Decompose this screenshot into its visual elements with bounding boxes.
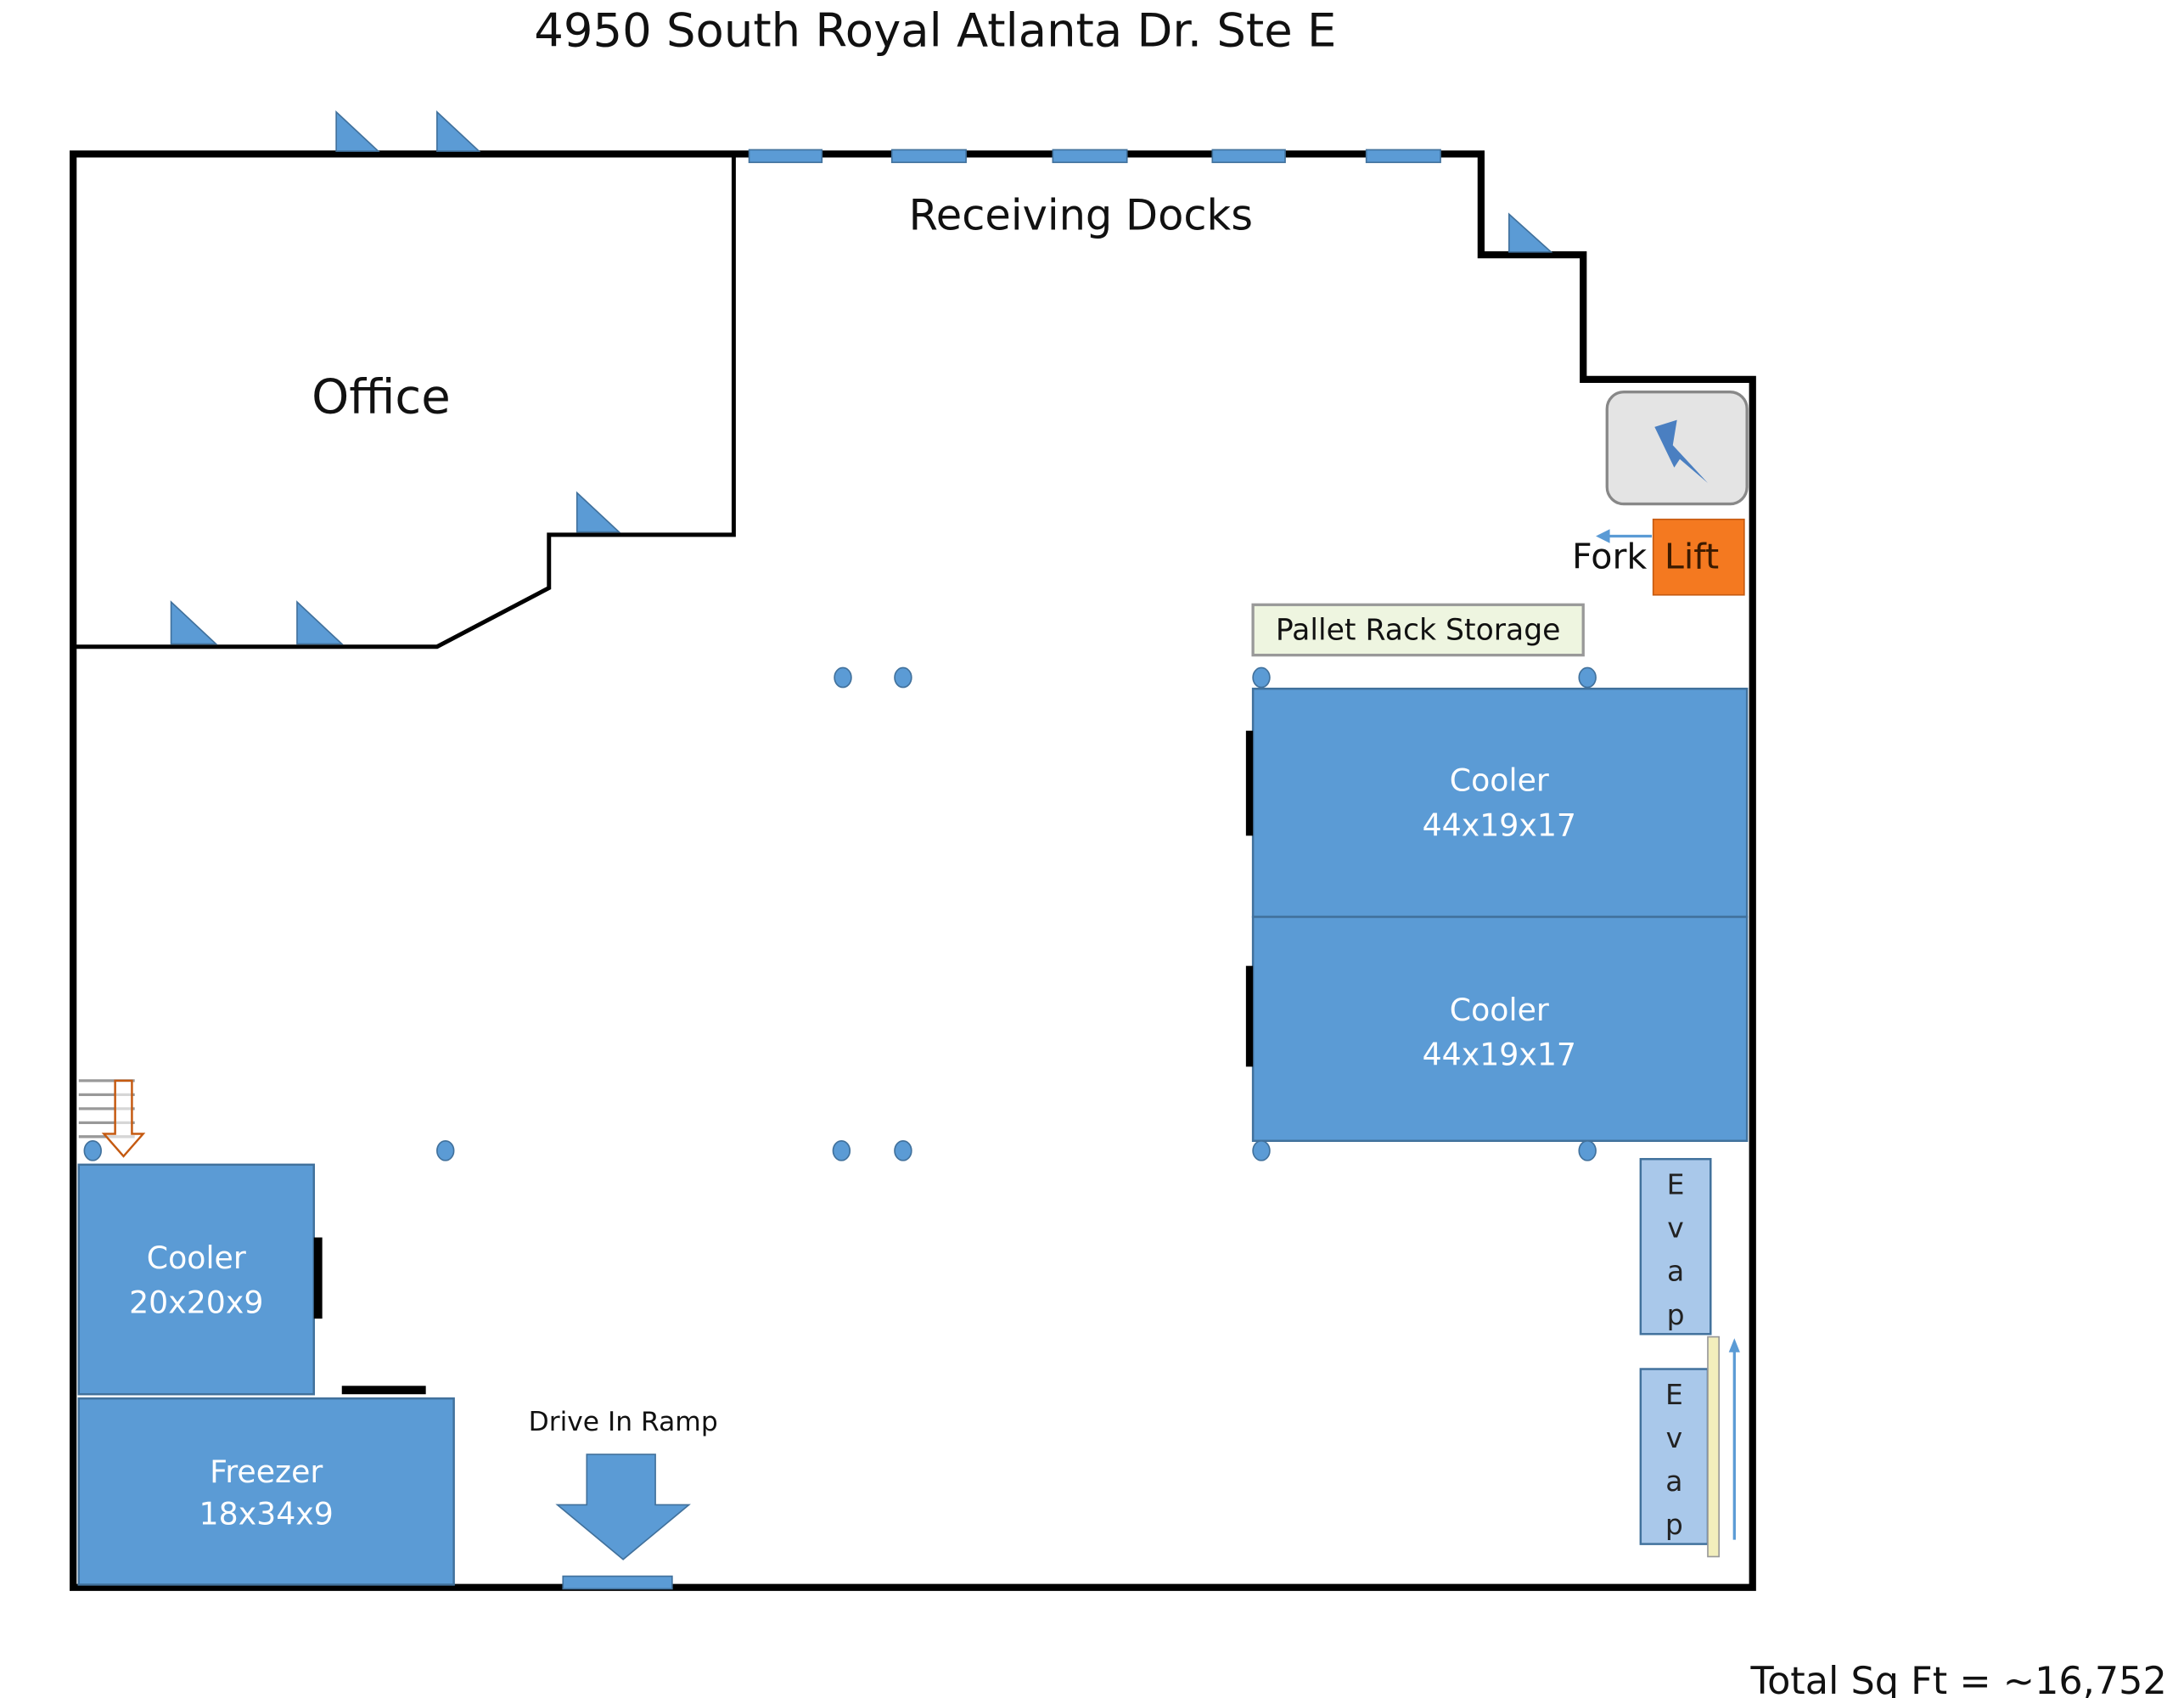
cooler-large-2-name: Cooler — [1450, 992, 1549, 1028]
door-swing-icon — [1508, 212, 1553, 253]
arrow-head-icon — [1728, 1338, 1740, 1352]
evap-2-letter: p — [1665, 1508, 1683, 1541]
columns — [83, 666, 1597, 1161]
door-swing-icon — [575, 491, 621, 533]
column — [1252, 1139, 1271, 1161]
forklift-area — [1652, 518, 1745, 596]
cooler-large-2-size: 44x19x17 — [1423, 1037, 1576, 1073]
office-wall — [73, 156, 736, 649]
dock-door — [748, 149, 823, 164]
receiving-docks-label: Receiving Docks — [909, 190, 1253, 239]
total-sq-ft: Total Sq Ft = ~16,752 — [1749, 1660, 2166, 1698]
evap-1-letter: v — [1667, 1212, 1684, 1245]
evap-1 — [1639, 1157, 1712, 1335]
column — [834, 666, 852, 689]
evap-1-letter: p — [1667, 1298, 1685, 1331]
cooler-small — [77, 1163, 316, 1396]
evap-1-letter: E — [1667, 1167, 1685, 1200]
evap-2-letter: a — [1665, 1465, 1682, 1498]
ramp-door — [562, 1575, 673, 1590]
cooler-small-name: Cooler — [147, 1240, 246, 1276]
column — [1578, 1139, 1597, 1161]
column — [1252, 666, 1271, 689]
cooler-large-1 — [1251, 687, 1749, 919]
arrow-down-icon — [555, 1453, 691, 1560]
freezer-door — [341, 1386, 426, 1395]
pallet-rack-storage-box — [1251, 603, 1585, 657]
freezer — [77, 1397, 455, 1586]
evap-1-letter: a — [1667, 1255, 1684, 1288]
cooler-small-size: 20x20x9 — [129, 1285, 263, 1321]
freezer-size: 18x34x9 — [199, 1496, 334, 1532]
freezer-name: Freezer — [210, 1453, 323, 1490]
pallet-rack-storage-label: Pallet Rack Storage — [1276, 614, 1561, 648]
plan-title: 4950 South Royal Atlanta Dr. Ste E — [534, 3, 1336, 57]
cooler-door — [1245, 730, 1254, 836]
dock-door — [1052, 149, 1128, 164]
door-swing-icon — [170, 600, 218, 645]
cooler-door — [313, 1237, 323, 1319]
evap-2 — [1639, 1368, 1710, 1545]
dock-door — [1365, 149, 1441, 164]
cooler-large-1-name: Cooler — [1450, 762, 1549, 799]
door-swing-icon — [335, 110, 380, 152]
cooler-door — [1245, 965, 1254, 1067]
cooler-large-2 — [1251, 915, 1749, 1143]
evap-2-letter: E — [1665, 1378, 1683, 1411]
forklift-label-fork: Fork — [1572, 536, 1647, 576]
dock-door — [1211, 149, 1286, 164]
column — [894, 666, 912, 689]
electrical-panel — [1605, 391, 1749, 506]
column — [894, 1139, 912, 1161]
column — [83, 1139, 102, 1161]
arrow-head-icon — [1596, 529, 1610, 543]
column — [1578, 666, 1597, 689]
office-label: Office — [312, 369, 451, 424]
lightning-bolt-icon — [1654, 419, 1708, 483]
door-swing-icon — [436, 110, 481, 152]
column — [832, 1139, 851, 1161]
dock-door — [890, 149, 967, 164]
evap-2-letter: v — [1666, 1421, 1683, 1454]
dock-doors — [748, 149, 1441, 164]
door-swing-icon — [296, 600, 344, 645]
cooler-large-1-size: 44x19x17 — [1423, 807, 1576, 843]
stairs-down-arrow-icon — [101, 1079, 146, 1158]
yellow-strip — [1707, 1335, 1720, 1558]
column — [436, 1139, 455, 1161]
forklift-label-lift: Lift — [1665, 536, 1719, 576]
drive-in-ramp-label: Drive In Ramp — [529, 1407, 718, 1437]
